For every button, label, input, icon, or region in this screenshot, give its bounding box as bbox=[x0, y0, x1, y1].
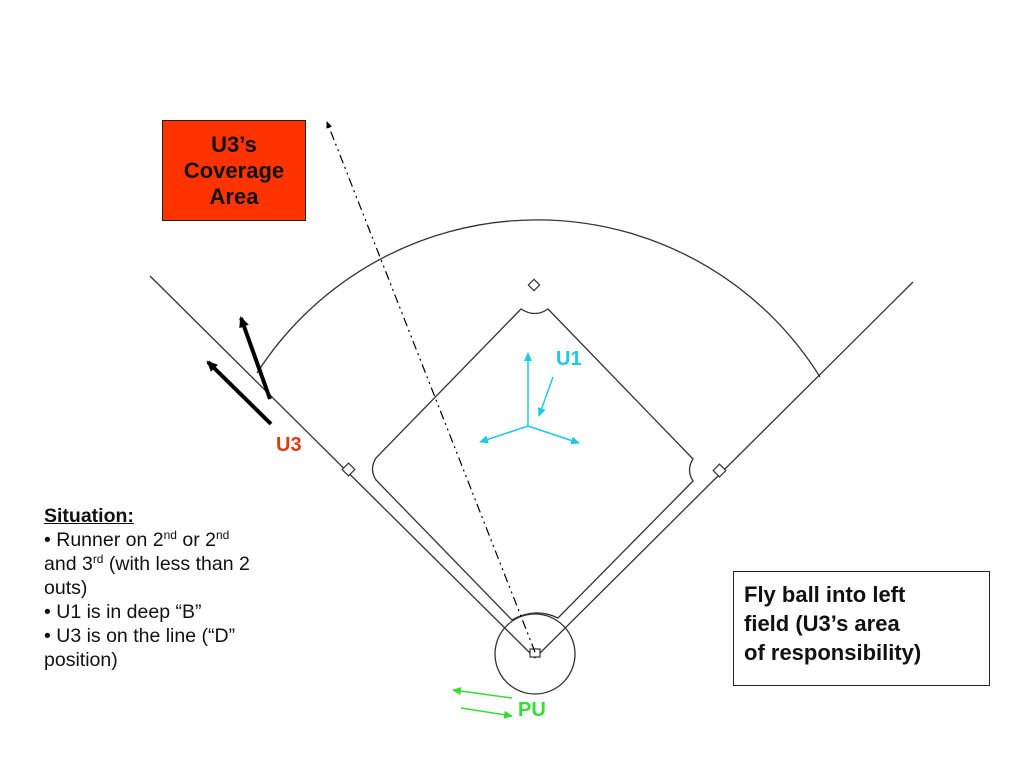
fly-ball-path bbox=[326, 121, 536, 653]
outfield-arc bbox=[256, 219, 821, 378]
u1-label: U1 bbox=[556, 348, 582, 370]
u1-arrow-right bbox=[527, 425, 580, 445]
infield-outline bbox=[371, 308, 694, 621]
situation-text: Situation: • Runner on 2nd or 2nd and 3r… bbox=[44, 504, 344, 672]
situation-bullet-3-line-2: position) bbox=[44, 649, 118, 671]
situation-bullet-2: • U1 is in deep “B” bbox=[44, 601, 202, 623]
first-base bbox=[712, 463, 727, 478]
coverage-line-3: Area bbox=[209, 183, 259, 209]
left-foul-line bbox=[149, 275, 536, 659]
situation-title: Situation: bbox=[44, 505, 134, 527]
u3-coverage-area-box: U3’s Coverage Area bbox=[162, 120, 306, 221]
pu-arrow-upper bbox=[452, 687, 513, 699]
u1-arrow-left bbox=[479, 425, 529, 444]
u1-pointer-arrow bbox=[537, 376, 554, 417]
fly-box-line-2: field (U3’s area bbox=[744, 611, 900, 636]
situation-bullet-3-line-1: • U3 is on the line (“D” bbox=[44, 625, 236, 647]
pu-label: PU bbox=[518, 699, 546, 721]
home-plate-circle bbox=[494, 613, 576, 695]
situation-bullet-1-line-1: • Runner on 2nd or 2nd bbox=[44, 528, 230, 551]
third-base bbox=[341, 462, 356, 477]
u3-arrow-upper bbox=[239, 316, 272, 400]
coverage-line-1: U3’s bbox=[211, 131, 257, 157]
pu-arrow-lower bbox=[460, 707, 513, 719]
coverage-line-2: Coverage bbox=[183, 157, 285, 183]
fly-box-line-1: Fly ball into left bbox=[744, 582, 906, 607]
fly-ball-description-box: Fly ball into left field (U3’s area of r… bbox=[733, 571, 990, 686]
u3-arrow-lower bbox=[206, 360, 273, 426]
situation-bullet-1-line-2: and 3rd (with less than 2 bbox=[44, 552, 250, 575]
u3-label: U3 bbox=[276, 434, 302, 456]
second-base bbox=[527, 278, 541, 292]
situation-bullet-1-line-3: outs) bbox=[44, 577, 88, 599]
home-plate bbox=[529, 648, 541, 658]
fly-box-line-3: of responsibility) bbox=[744, 640, 922, 665]
